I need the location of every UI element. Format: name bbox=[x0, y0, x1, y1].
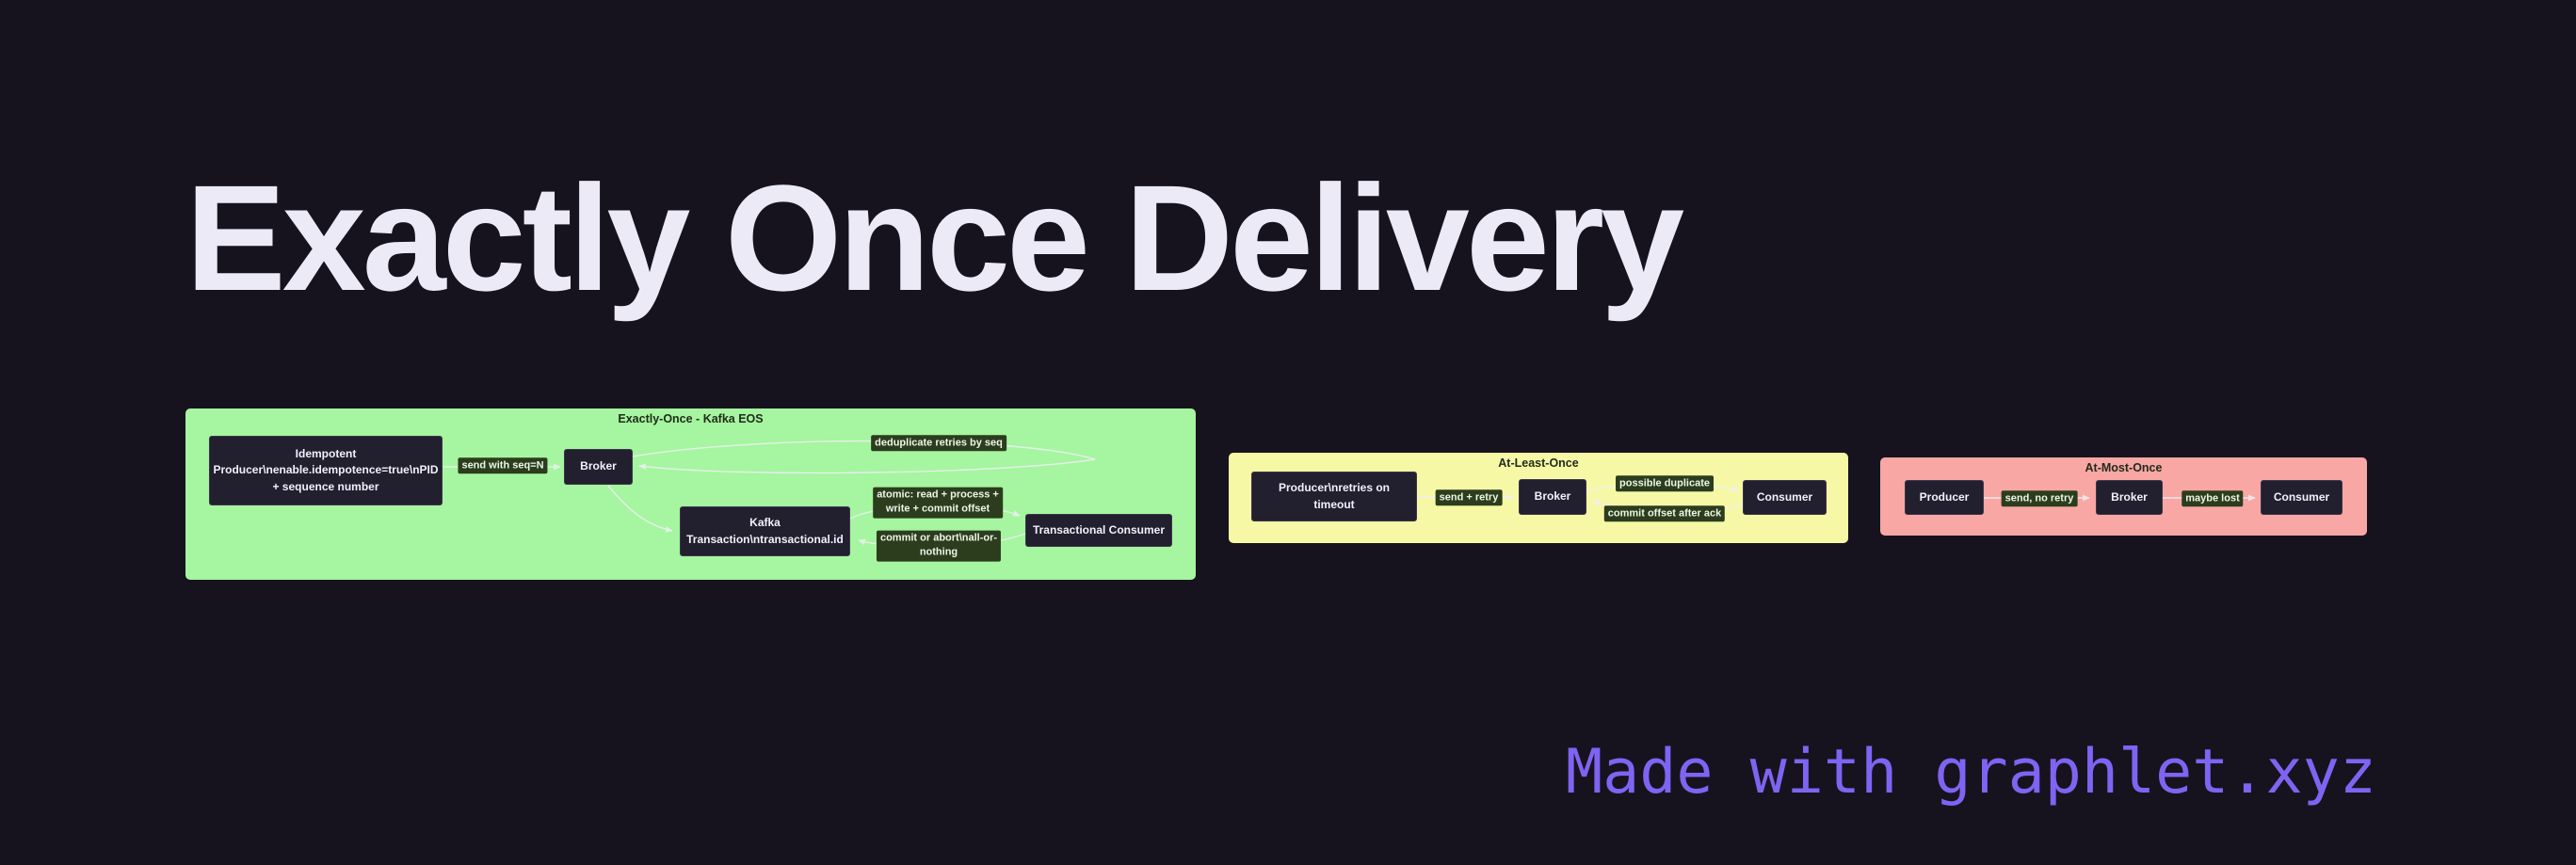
edge-label-possible-duplicate: possible duplicate bbox=[1616, 475, 1714, 492]
node-broker-alo: Broker bbox=[1519, 479, 1586, 515]
node-producer-amo: Producer bbox=[1905, 480, 1984, 515]
panel-at-least-once-title: At-Least-Once bbox=[1498, 457, 1579, 470]
edge-broker-self-loop-out bbox=[632, 440, 1096, 460]
edge-label-maybe-lost: maybe lost bbox=[2182, 490, 2244, 507]
node-consumer-alo: Consumer bbox=[1743, 480, 1827, 515]
edge-label-send-no-retry: send, no retry bbox=[2001, 490, 2078, 507]
edge-label-send-retry: send + retry bbox=[1435, 489, 1503, 506]
node-consumer-amo: Consumer bbox=[2261, 480, 2343, 515]
credit-text: Made with graphlet.xyz bbox=[1566, 737, 2376, 808]
edge-label-send-with-seq: send with seq=N bbox=[458, 457, 548, 474]
node-producer-alo: Producer\nretries on timeout bbox=[1251, 472, 1417, 521]
edge-label-atomic-read-process: atomic: read + process + write + commit … bbox=[873, 487, 1003, 519]
edge-broker-self-loop-back bbox=[638, 458, 1096, 474]
node-kafka-transaction: Kafka Transaction\ntransactional.id bbox=[680, 506, 850, 556]
node-broker-amo: Broker bbox=[2096, 480, 2163, 515]
edge-broker-to-kafka-transaction bbox=[607, 485, 673, 533]
edge-label-commit-or-abort: commit or abort\nall-or- nothing bbox=[876, 530, 1002, 562]
panel-exactly-once-title: Exactly-Once - Kafka EOS bbox=[618, 412, 764, 425]
node-broker-eos: Broker bbox=[564, 449, 633, 485]
node-transactional-consumer: Transactional Consumer bbox=[1025, 514, 1172, 547]
edge-label-commit-offset-after-ack: commit offset after ack bbox=[1603, 505, 1726, 522]
panel-at-most-once-title: At-Most-Once bbox=[2085, 461, 2163, 474]
page-title: Exactly Once Delivery bbox=[185, 153, 1684, 322]
node-idempotent-producer: Idempotent Producer\nenable.idempotence=… bbox=[209, 436, 443, 505]
edge-label-deduplicate-retries: deduplicate retries by seq bbox=[871, 435, 1006, 452]
